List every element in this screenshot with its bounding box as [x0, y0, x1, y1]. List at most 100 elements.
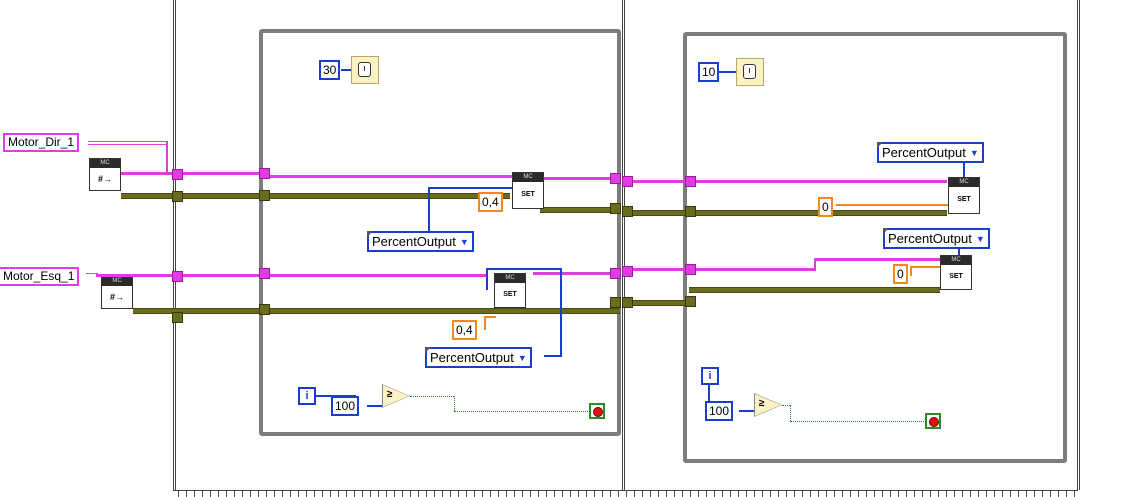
iteration-terminal-1: i [298, 387, 316, 405]
limit-constant-1[interactable]: 100 [331, 396, 360, 416]
compare-node-2[interactable] [755, 394, 781, 416]
value-constant-dir-1[interactable]: 0,4 [478, 192, 503, 212]
ring-value: PercentOutput [430, 350, 514, 365]
num-wire-esq-1b [484, 316, 496, 318]
wire-label-dir-v [166, 141, 168, 173]
bool-wire-1c [454, 411, 588, 412]
enum-wire-esq-2 [958, 249, 960, 255]
enum-wire-esq-1d [486, 268, 488, 290]
tunnel-error [685, 206, 696, 217]
wire-label-esq [86, 273, 98, 274]
tunnel-refnum [610, 268, 621, 279]
refnum-wire-dir-2 [263, 175, 513, 178]
limit-wire-2 [739, 410, 755, 412]
mc-refnum-esq[interactable]: MC #→ [101, 276, 133, 309]
mc-set-esq-2[interactable]: MC SET [940, 255, 972, 290]
value-constant-esq-1[interactable]: 0,4 [452, 320, 477, 340]
wait-ms-constant-2[interactable]: 10 [698, 62, 720, 82]
compare-node-1[interactable] [383, 385, 409, 407]
error-wire-dir-2 [540, 207, 620, 213]
tunnel-refnum [685, 176, 696, 187]
dropdown-arrow-icon: ▼ [975, 234, 985, 244]
enum-wire-dir-2 [963, 163, 965, 177]
limit-wire-1 [367, 405, 383, 407]
compare-symbol-2: ≥ [759, 398, 765, 409]
mc-header: MC [513, 173, 543, 182]
error-wire-dir-3 [625, 210, 947, 216]
error-wire-esq-2 [625, 300, 689, 306]
error-wire-dir-1 [121, 193, 510, 199]
bool-wire-1b [454, 396, 455, 411]
stop-condition-icon-2[interactable] [925, 413, 941, 429]
wire-label-dir-2 [88, 144, 168, 145]
tunnel-refnum [259, 268, 270, 279]
limit-constant-2[interactable]: 100 [705, 401, 734, 421]
tunnel-error [610, 297, 621, 308]
wait-timer-icon[interactable] [736, 58, 764, 86]
mc-set-esq-1[interactable]: MC SET [494, 273, 526, 308]
value-constant-esq-2[interactable]: 0 [893, 264, 908, 284]
control-mode-ring-esq-2[interactable]: PercentOutput▼ [883, 228, 990, 249]
mc-header: MC [495, 274, 525, 283]
enum-wire-esq-1b [560, 268, 562, 357]
value-constant-dir-2[interactable]: 0 [818, 197, 833, 217]
refnum-wire-esq-4 [625, 268, 815, 271]
control-mode-ring-dir-2[interactable]: PercentOutput▼ [877, 142, 984, 163]
motor-dir-label[interactable]: Motor_Dir_1 [3, 133, 80, 152]
enum-wire-esq-1c [544, 355, 562, 357]
mc-header: MC [102, 277, 132, 286]
motor-esq-label[interactable]: Motor_Esq_1 [0, 267, 80, 286]
dropdown-arrow-icon: ▼ [969, 148, 979, 158]
refnum-wire-esq-2 [263, 274, 487, 277]
mc-header: MC [941, 256, 971, 265]
mc-refnum-dir[interactable]: MC #→ [89, 158, 121, 191]
bool-wire-1a [410, 396, 454, 397]
refnum-icon: #→ [109, 292, 124, 302]
tunnel-error [685, 296, 696, 307]
tunnel-error [259, 190, 270, 201]
refnum-wire-dir-4 [625, 180, 947, 183]
num-wire-dir-2 [836, 204, 948, 206]
tunnel-refnum [172, 169, 183, 180]
wire-wait-1 [341, 69, 351, 71]
refnum-wire-esq-5v [814, 258, 816, 271]
wire-wait-2 [718, 71, 736, 73]
control-mode-ring-dir-1[interactable]: PercentOutput▼ [367, 231, 474, 252]
sequence-film-strip [173, 490, 1078, 497]
refnum-wire-esq-3 [533, 272, 618, 275]
tunnel-refnum [172, 271, 183, 282]
bool-wire-2c [790, 421, 924, 422]
tunnel-refnum [622, 266, 633, 277]
tunnel-error [172, 191, 183, 202]
wait-timer-icon[interactable] [351, 56, 379, 84]
tunnel-error [172, 312, 183, 323]
refnum-wire-dir-3 [540, 177, 620, 180]
compare-symbol-1: ≥ [387, 389, 393, 400]
enum-wire-esq-1a [486, 268, 562, 270]
sequence-frame-right [622, 0, 1080, 490]
set-label: SET [949, 273, 963, 280]
mc-set-dir-1[interactable]: MC SET [512, 172, 544, 209]
iteration-terminal-2: i [701, 367, 719, 385]
set-label: SET [503, 291, 517, 298]
tunnel-error [259, 304, 270, 315]
enum-wire-dir-1a [428, 187, 512, 189]
while-loop-1[interactable] [259, 29, 621, 436]
num-wire-esq-1a [484, 316, 486, 330]
tunnel-error [610, 203, 621, 214]
ring-value: PercentOutput [882, 145, 966, 160]
set-label: SET [521, 191, 535, 198]
tunnel-refnum [685, 264, 696, 275]
enum-wire-dir-1b [428, 187, 430, 231]
while-loop-2[interactable] [683, 32, 1067, 463]
tunnel-error [622, 206, 633, 217]
ring-value: PercentOutput [888, 231, 972, 246]
bool-wire-2a [782, 405, 790, 406]
ring-value: PercentOutput [372, 234, 456, 249]
control-mode-ring-esq-1[interactable]: PercentOutput▼ [425, 347, 532, 368]
stop-condition-icon-1[interactable] [589, 403, 605, 419]
mc-header: MC [90, 159, 120, 168]
wait-ms-constant-1[interactable]: 30 [319, 60, 341, 80]
mc-set-dir-2[interactable]: MC SET [948, 177, 980, 214]
iter-wire-2 [708, 385, 710, 401]
